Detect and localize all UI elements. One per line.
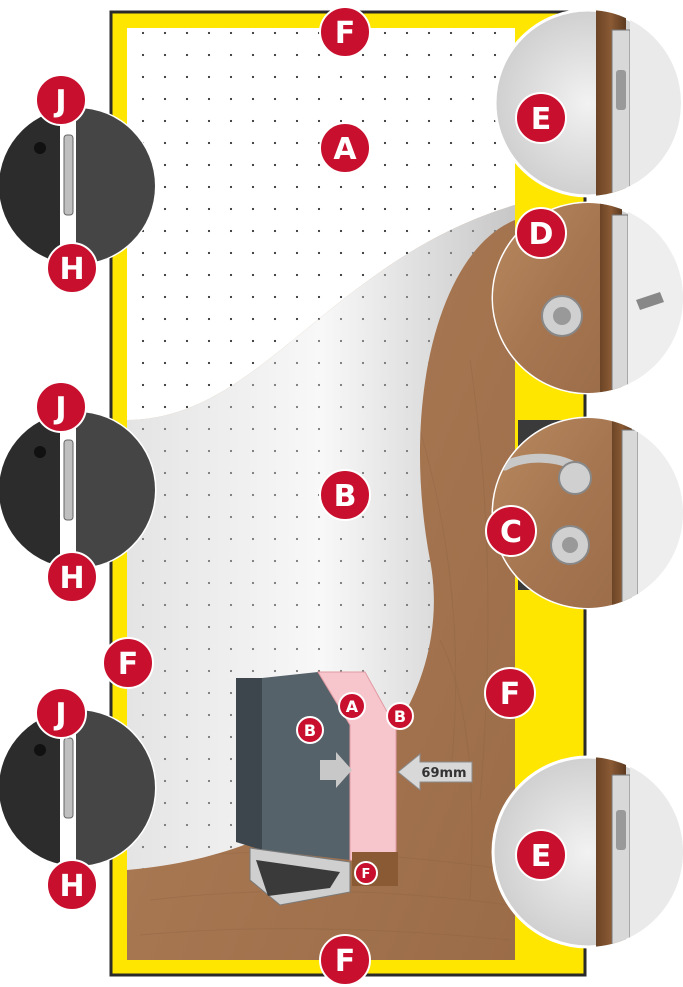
svg-text:H: H [59,561,84,596]
marker-frame-left: F [102,637,154,689]
marker-panel-middle: B [319,469,371,521]
marker-lock-bottom: E [515,829,567,881]
marker-hinge-lower-j: J [35,687,87,739]
svg-text:H: H [59,869,84,904]
svg-text:A: A [333,132,357,167]
marker-panel-outer: A [319,122,371,174]
thickness-arrow [397,752,473,792]
svg-text:J: J [53,697,66,732]
svg-text:F: F [335,944,356,979]
foil-dots [127,205,515,870]
svg-text:F: F [118,647,139,682]
svg-text:B: B [394,707,406,726]
marker-frame-right: F [484,667,536,719]
detail-hinge-middle [0,410,157,570]
marker-hinge-lower-h: H [46,859,98,911]
marker-hinge-middle-h: H [46,551,98,603]
svg-text:B: B [304,721,316,740]
steel-profile-face [262,672,350,860]
svg-text:C: C [500,515,522,550]
svg-text:F: F [500,677,521,712]
svg-text:F: F [362,867,371,882]
svg-text:E: E [531,102,552,137]
marker-frame-bottom: F [319,934,371,986]
svg-text:J: J [53,84,66,119]
marker-hinge-middle-j: J [35,381,87,433]
detail-lock-bottom [491,755,683,949]
marker-section-a: A [338,692,366,720]
cross-section: 69mm [236,671,473,906]
insulation-dots [127,28,515,420]
marker-hinge-upper-j: J [35,74,87,126]
svg-text:D: D [529,217,554,252]
svg-text:F: F [335,16,356,51]
marker-hinge-upper-h: H [46,242,98,294]
svg-text:E: E [531,839,552,874]
marker-lock-top: E [515,92,567,144]
marker-handle-lock: C [485,505,537,557]
steel-profile-left [236,678,262,850]
threshold-gasket [256,860,340,896]
marker-frame-top: F [319,6,371,58]
svg-text:J: J [53,391,66,426]
svg-text:B: B [334,479,357,514]
markers: F A B F F F E D [35,6,567,986]
svg-text:H: H [59,252,84,287]
marker-lock-cylinder: D [515,207,567,259]
detail-handle-lock [491,416,683,610]
thickness-label: 69mm [421,766,466,781]
marker-section-f: F [354,861,378,885]
marker-section-b-right: B [386,702,414,730]
arrow-in [320,752,352,788]
svg-text:A: A [346,697,359,716]
marker-section-b-left: B [296,716,324,744]
